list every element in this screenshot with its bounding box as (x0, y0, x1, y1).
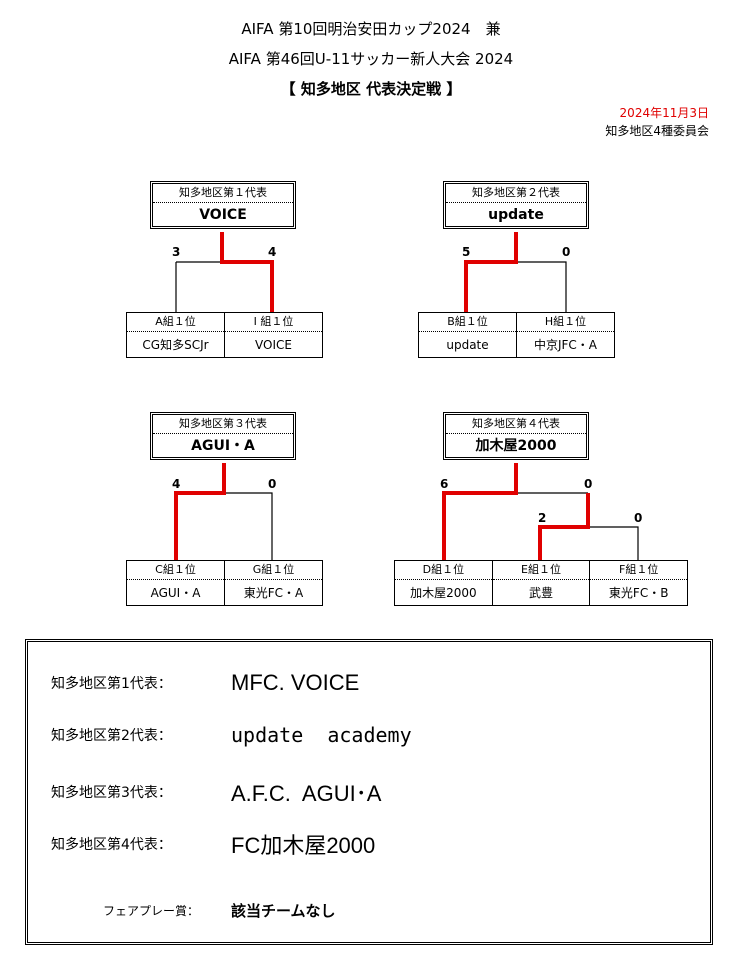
rep-label: 知多地区第２代表 (446, 184, 586, 203)
summary-label: 知多地区第1代表： (51, 676, 172, 692)
rep-label: 知多地区第１代表 (153, 184, 293, 203)
title-line-3: 【 知多地区 代表決定戦 】 (280, 80, 462, 98)
bracket-4-line-loser-sub (588, 526, 639, 561)
group-label: D組１位 (395, 561, 492, 580)
group-label: A組１位 (127, 313, 224, 332)
group-team: CG知多SCJr (142, 338, 209, 352)
summary-row-2: 知多地区第2代表： update academy (51, 723, 412, 747)
bracket-lines (174, 232, 639, 561)
group-team: AGUI・A (150, 586, 201, 600)
rep-team: update (488, 207, 544, 223)
group-label: F組１位 (590, 561, 688, 580)
representative-box-2: 知多地区第２代表 update (443, 181, 589, 229)
score: 5 (462, 245, 471, 259)
group-label: G組１位 (225, 561, 322, 580)
group-box-3: C組１位 AGUI・A G組１位東光FC・A (126, 560, 323, 606)
group-box-2: B組１位 update H組１位中京JFC・A (418, 312, 615, 358)
event-date: 2024年11月3日 (619, 106, 709, 120)
score: 2 (538, 511, 547, 525)
rep-team: AGUI・A (191, 438, 255, 454)
score: 0 (268, 477, 277, 491)
summary-row-4: 知多地区第4代表： FC加木屋2000 (51, 828, 375, 860)
representative-box-3: 知多地区第３代表 AGUI・A (150, 412, 296, 460)
score: 6 (440, 477, 449, 491)
summary-label: 知多地区第2代表： (51, 728, 172, 744)
summary-value: FC加木屋2000 (231, 833, 376, 858)
group-team: VOICE (255, 338, 292, 352)
bracket-2-line-loser (516, 261, 567, 313)
fairplay-value: 該当チームなし (231, 902, 336, 920)
bracket-1-line-winner (220, 232, 274, 313)
bracket-3-line-loser (224, 492, 273, 561)
summary-label: 知多地区第3代表： (51, 785, 172, 801)
group-team: 武豊 (529, 586, 554, 600)
group-team: 中京JFC・A (533, 338, 598, 352)
summary-value: update academy (231, 723, 412, 747)
bracket-1-line-loser (175, 261, 222, 313)
summary-label: 知多地区第4代表： (51, 837, 172, 853)
representative-box-1: 知多地区第１代表 VOICE (150, 181, 296, 229)
summary-value: A.F.C. AGUI･A (231, 781, 382, 806)
group-label: H組１位 (517, 313, 614, 332)
score: 4 (268, 245, 277, 259)
rep-team: 加木屋2000 (475, 438, 557, 454)
score: 0 (562, 245, 571, 259)
group-box-1: A組１位 CG知多SCJr I 組１位 VOICE (126, 312, 323, 358)
title-line-1: AIFA 第10回明治安田カップ2024 兼 (241, 20, 501, 38)
rep-label: 知多地区第３代表 (153, 415, 293, 434)
summary-box: 知多地区第1代表： MFC. VOICE 知多地区第2代表： update ac… (25, 639, 713, 945)
bracket-2-line-winner (464, 232, 518, 313)
title-line-2: AIFA 第46回U-11サッカー新人大会 2024 (228, 50, 514, 68)
fairplay-row: フェアプレー賞： 該当チームなし (103, 900, 336, 921)
group-team: update (446, 338, 489, 352)
fairplay-label: フェアプレー賞： (103, 904, 200, 918)
summary-row-3: 知多地区第3代表： A.F.C. AGUI･A (51, 776, 381, 808)
summary-row-1: 知多地区第1代表： MFC. VOICE (51, 670, 359, 696)
group-label: C組１位 (127, 561, 224, 580)
bracket-3-line-winner (174, 463, 226, 561)
score: 4 (172, 477, 181, 491)
group-box-4: D組１位加木屋2000 E組１位武豊 F組１位東光FC・B (394, 560, 688, 606)
summary-value: MFC. VOICE (231, 670, 360, 695)
organizer: 知多地区4種委員会 (605, 124, 709, 138)
group-label: E組１位 (492, 561, 590, 580)
rep-label: 知多地区第４代表 (446, 415, 586, 434)
group-team: 東光FC・B (608, 586, 669, 600)
score: 3 (172, 245, 181, 259)
score: 0 (634, 511, 643, 525)
group-label: B組１位 (419, 313, 516, 332)
score: 0 (584, 477, 593, 491)
bracket-4-line-sub-winner (538, 493, 590, 561)
representative-box-4: 知多地区第４代表 加木屋2000 (443, 412, 589, 460)
group-label: I 組１位 (225, 313, 322, 332)
rep-team: VOICE (199, 207, 247, 223)
group-team: 加木屋2000 (410, 586, 477, 600)
bracket-4-line-winner (442, 463, 518, 561)
group-team: 東光FC・A (243, 586, 304, 600)
